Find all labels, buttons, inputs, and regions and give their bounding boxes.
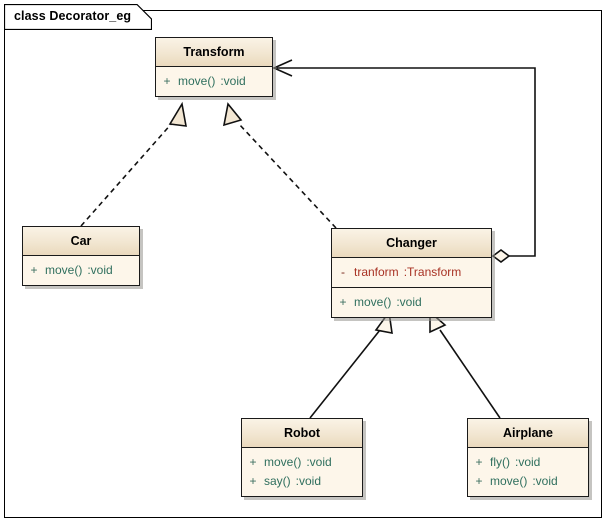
member-type: :void: [532, 473, 558, 488]
class-box-car[interactable]: Car + move() :void: [22, 226, 140, 286]
member-name: tranform: [354, 264, 399, 279]
member-type: :void: [396, 294, 422, 309]
operations-compartment-car: + move() :void: [23, 255, 139, 285]
class-name-transform: Transform: [156, 38, 272, 67]
diagram-frame-tab: class Decorator_eg: [4, 4, 152, 30]
class-name-car: Car: [23, 227, 139, 256]
class-box-robot[interactable]: Robot + move() :void + say() :void: [241, 418, 363, 497]
visibility-marker: +: [249, 454, 257, 469]
member-name: say(): [264, 473, 291, 488]
class-box-airplane[interactable]: Airplane + fly() :void + move() :void: [467, 418, 589, 497]
member-name: move(): [45, 262, 83, 277]
member-type: :void: [220, 73, 246, 88]
operations-compartment-transform: + move() :void: [156, 66, 272, 96]
visibility-marker: +: [163, 73, 171, 88]
member-type: :Transform: [403, 264, 462, 279]
visibility-marker: +: [475, 454, 483, 469]
member-name: move(): [354, 294, 392, 309]
member-name: move(): [178, 73, 216, 88]
member-type: :void: [295, 473, 322, 488]
operations-compartment-changer: + move() :void: [332, 286, 491, 317]
member-name: move(): [264, 454, 302, 469]
member-name: fly(): [490, 454, 510, 469]
operations-compartment-airplane: + fly() :void + move() :void: [468, 447, 588, 496]
frame-tab-shape: [4, 4, 152, 30]
member-row[interactable]: + move() :void: [156, 72, 272, 91]
member-row[interactable]: - tranform :Transform: [332, 263, 491, 282]
diagram-title: class Decorator_eg: [14, 9, 132, 23]
class-box-transform[interactable]: Transform + move() :void: [155, 37, 273, 97]
class-name-robot: Robot: [242, 419, 362, 448]
attributes-compartment-changer: - tranform :Transform: [332, 257, 491, 287]
member-row[interactable]: + move() :void: [332, 293, 491, 312]
class-name-changer: Changer: [332, 229, 491, 258]
member-row[interactable]: + move() :void: [23, 261, 139, 280]
visibility-marker: +: [475, 473, 483, 488]
member-type: :void: [306, 454, 332, 469]
member-row[interactable]: + fly() :void: [468, 453, 588, 472]
member-row[interactable]: + move() :void: [468, 472, 588, 491]
visibility-marker: +: [249, 473, 257, 488]
visibility-marker: +: [30, 262, 38, 277]
member-name: move(): [490, 473, 528, 488]
member-type: :void: [515, 454, 541, 469]
member-type: :void: [87, 262, 113, 277]
member-row[interactable]: + move() :void: [242, 453, 362, 472]
class-box-changer[interactable]: Changer - tranform :Transform + move() :…: [331, 228, 492, 318]
class-name-airplane: Airplane: [468, 419, 588, 448]
member-row[interactable]: + say() :void: [242, 472, 362, 491]
visibility-marker: -: [341, 264, 345, 279]
operations-compartment-robot: + move() :void + say() :void: [242, 447, 362, 496]
visibility-marker: +: [339, 294, 347, 309]
